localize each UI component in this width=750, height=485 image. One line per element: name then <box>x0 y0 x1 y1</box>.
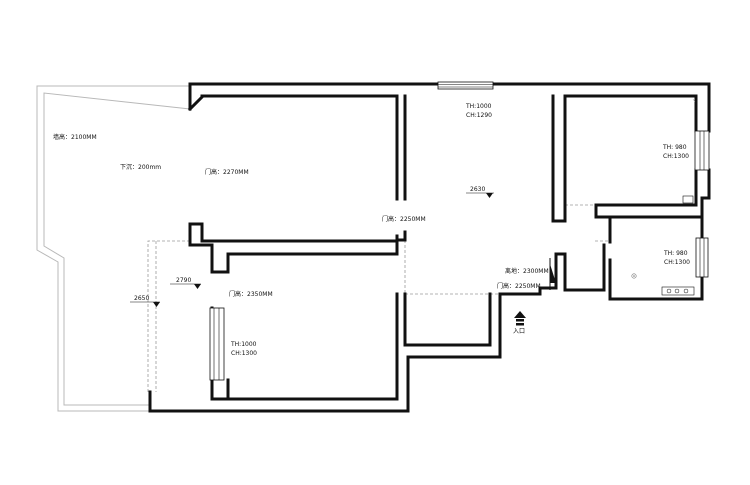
outer-wall-bottom <box>148 286 542 413</box>
elevation-marker-2790 <box>170 283 201 289</box>
label-window-top-ch: CH:1290 <box>466 112 492 119</box>
label-elevation-2790: 2790 <box>176 277 191 284</box>
window-right-1 <box>694 130 710 171</box>
label-door-2250-entry: 门高：2250MM <box>497 282 541 290</box>
label-window-left-ch: CH:1300 <box>231 350 257 357</box>
label-entry: 入口 <box>513 328 525 335</box>
label-window-right-2-th: TH: 980 <box>663 250 688 257</box>
fixture-burner-1-icon <box>666 288 672 294</box>
label-window-right-1-th: TH: 980 <box>662 144 687 151</box>
label-window-left-th: TH:1000 <box>230 341 257 348</box>
outer-wall-top <box>188 82 440 111</box>
room-right-top-wall <box>551 94 698 223</box>
room-bedroom-1-wall <box>187 94 399 201</box>
balcony-inner-line <box>43 92 191 406</box>
fixture-counter <box>661 286 695 296</box>
label-wall-height: 墙高：2100MM <box>53 133 97 141</box>
beam-marker <box>549 258 556 290</box>
floor-drain-icon <box>631 273 637 279</box>
label-door-2270: 门高：2270MM <box>205 168 249 176</box>
label-window-right-2-ch: CH:1300 <box>664 259 690 266</box>
elevation-marker-2630 <box>466 192 494 198</box>
dashed-guide-left <box>147 240 190 393</box>
balcony-outline <box>36 85 190 412</box>
window-top <box>437 81 494 90</box>
entry-arrow-icon <box>514 311 526 326</box>
outer-wall-right-lower <box>608 275 704 301</box>
fixture-small-box <box>682 195 694 204</box>
elevation-marker-2650 <box>130 301 160 307</box>
label-elevation-2630: 2630 <box>470 186 485 193</box>
room-bedroom-2-right <box>226 292 399 401</box>
outer-wall-right <box>700 168 711 240</box>
window-left <box>209 307 225 381</box>
label-window-top-th: TH:1000 <box>465 103 492 110</box>
room-right-bottom-left <box>538 243 606 292</box>
center-wall-lower <box>395 230 407 242</box>
outer-wall-top-right <box>491 82 711 133</box>
center-wall-bottom <box>403 292 492 347</box>
corner-mark <box>692 98 696 103</box>
room-right-top-right <box>594 168 704 219</box>
floor-drain-center <box>633 275 635 277</box>
room-bedroom-1-wall-lower <box>188 222 399 274</box>
label-door-2250-mid: 门高：2250MM <box>382 215 426 223</box>
label-beam-height: 离地：2300MM <box>505 267 549 275</box>
fixture-burner-3-icon <box>683 288 689 294</box>
label-elevation-2650: 2650 <box>134 295 149 302</box>
room-bedroom-2-wall <box>226 239 399 274</box>
label-door-2350: 门高：2350MM <box>229 290 273 298</box>
fixture-burner-2-icon <box>674 288 680 294</box>
label-drop: 下沉：200mm <box>120 163 161 171</box>
label-window-right-1-ch: CH:1300 <box>663 153 689 160</box>
window-right-2 <box>695 237 709 278</box>
